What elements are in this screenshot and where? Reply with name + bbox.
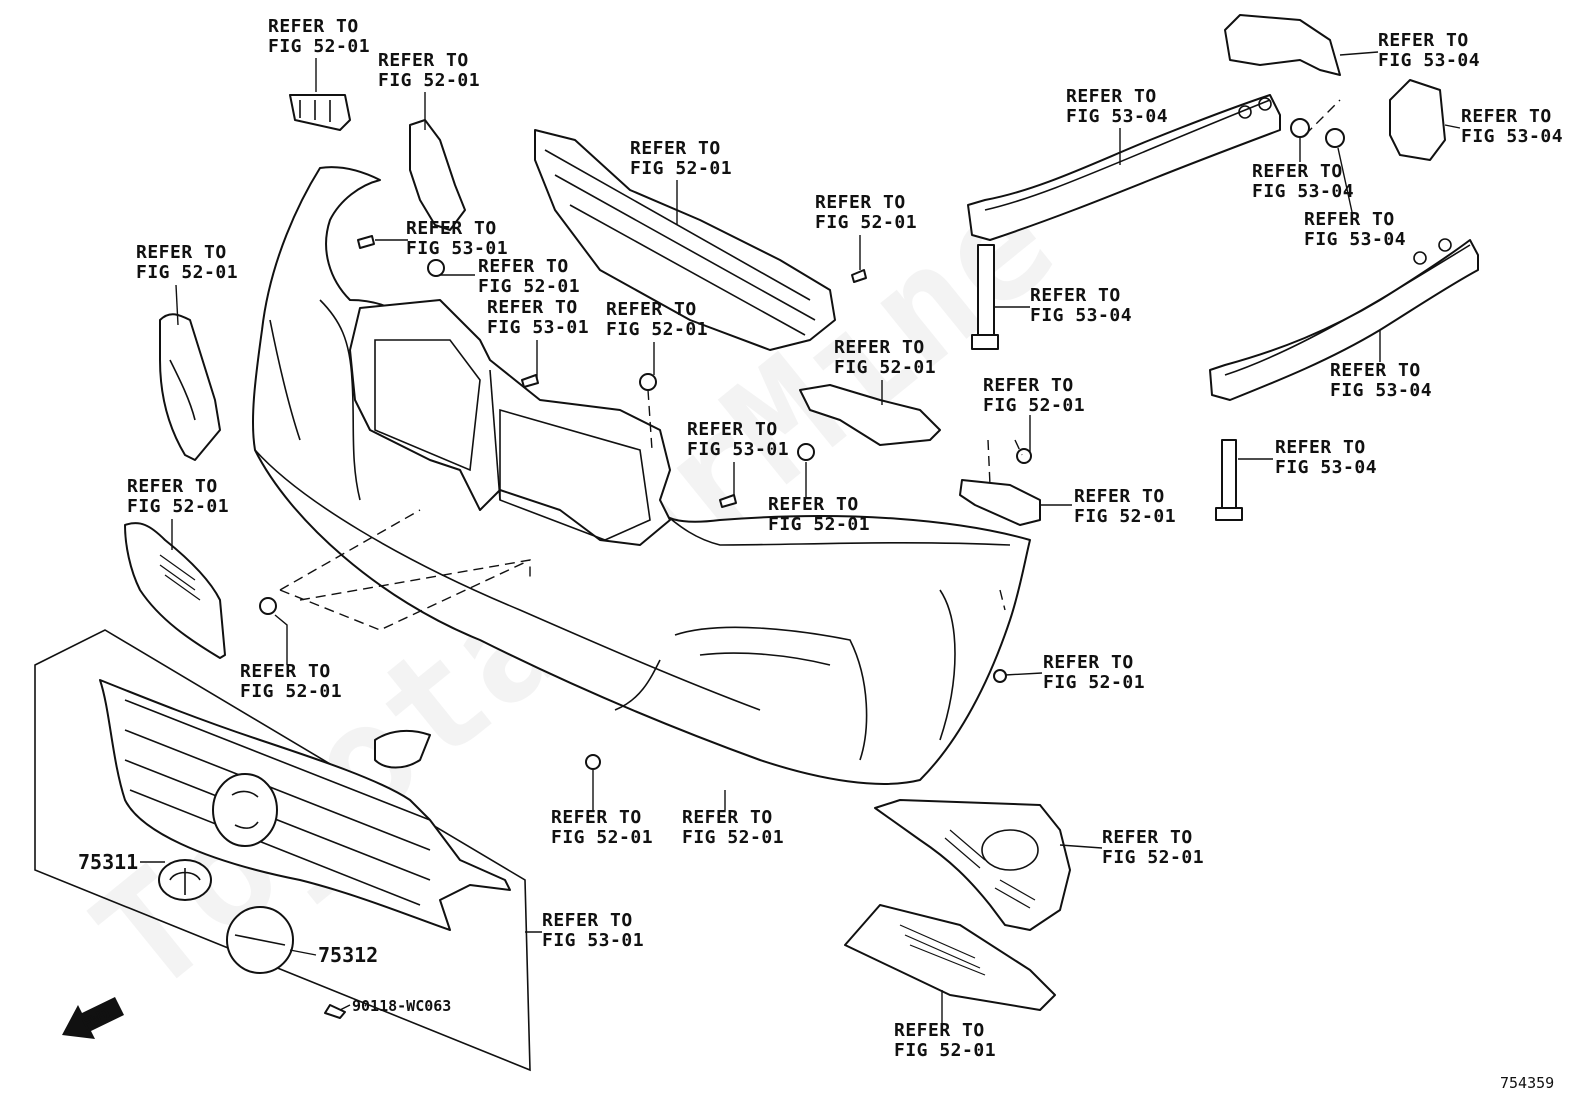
callout-c16-line1: REFER TO	[240, 661, 331, 682]
callout-c2-line1: REFER TO	[378, 50, 469, 71]
callout-c15-line2: FIG 52-01	[768, 514, 870, 535]
callout-c7-line2: FIG 52-01	[478, 276, 580, 297]
leader-lines	[140, 51, 1461, 1023]
radiator-grille-assembly	[34, 629, 531, 1072]
fog-lamp-cover-right	[874, 799, 1071, 931]
callout-c18-line1: REFER TO	[551, 807, 642, 828]
fasteners	[259, 118, 1345, 770]
callout-c17-line2: FIG 52-01	[1043, 672, 1145, 693]
callout-c6-line2: FIG 52-01	[136, 262, 238, 283]
callout-c25-line2: FIG 53-04	[1461, 126, 1563, 147]
callout-c11-line2: FIG 52-01	[983, 395, 1085, 416]
callout-c19-line2: FIG 52-01	[682, 827, 784, 848]
bumper-side-retainer-left	[159, 313, 221, 461]
callout-c9-line2: FIG 52-01	[606, 319, 708, 340]
callout-c10-line1: REFER TO	[834, 337, 925, 358]
callout-c27-line2: FIG 53-04	[1304, 229, 1406, 250]
callout-c14-line1: REFER TO	[1074, 486, 1165, 507]
front-bumper-cover	[252, 166, 1031, 785]
callout-labels: REFER TO FIG 52-01 REFER TO FIG 52-01 RE…	[127, 16, 1563, 1061]
callout-c25-line1: REFER TO	[1461, 106, 1552, 127]
callout-c8-line1: REFER TO	[487, 297, 578, 318]
callout-c29-line2: FIG 53-04	[1330, 380, 1432, 401]
bumper-reinforcement-upper	[967, 94, 1281, 241]
callout-c11-line1: REFER TO	[983, 375, 1074, 396]
fwd-arrow-icon: FWD	[62, 997, 124, 1039]
assembly-lines	[647, 99, 1341, 486]
callout-c1-line2: FIG 52-01	[268, 36, 370, 57]
callout-c26-line1: REFER TO	[1252, 161, 1343, 182]
callout-c13-line2: FIG 52-01	[127, 496, 229, 517]
callout-c19-line1: REFER TO	[682, 807, 773, 828]
callout-c20-line1: REFER TO	[1102, 827, 1193, 848]
bumper-side-bracket-right	[799, 384, 1041, 526]
callout-c17-line1: REFER TO	[1043, 652, 1134, 673]
callout-c8-line2: FIG 53-01	[487, 317, 589, 338]
callout-c3-line2: FIG 52-01	[630, 158, 732, 179]
towing-hook-cover	[374, 729, 431, 769]
callout-c23-line2: FIG 53-04	[1066, 106, 1168, 127]
callout-c5-line2: FIG 53-01	[406, 238, 508, 259]
callout-c12-line2: FIG 53-01	[687, 439, 789, 460]
bumper-retainer-upper-left	[289, 94, 466, 231]
callout-c6-line1: REFER TO	[136, 242, 227, 263]
callout-c30-line2: FIG 53-04	[1275, 457, 1377, 478]
callout-c3-line1: REFER TO	[630, 138, 721, 159]
part-number-emblem: 75311	[78, 850, 138, 874]
callout-c28-line1: REFER TO	[1030, 285, 1121, 306]
callout-c22-line2: FIG 52-01	[894, 1040, 996, 1061]
callout-c15-line1: REFER TO	[768, 494, 859, 515]
callout-c26-line2: FIG 53-04	[1252, 181, 1354, 202]
bumper-reinforcement-lower	[1209, 238, 1479, 401]
reinforcement-brackets	[1224, 14, 1446, 161]
lower-grille-insert	[844, 904, 1056, 1011]
callout-c27-line1: REFER TO	[1304, 209, 1395, 230]
callout-c14-line2: FIG 52-01	[1074, 506, 1176, 527]
callout-c13-line1: REFER TO	[127, 476, 218, 497]
callout-c5-line1: REFER TO	[406, 218, 497, 239]
part-number-screw: 90118-WC063	[352, 997, 451, 1015]
callout-c20-line2: FIG 52-01	[1102, 847, 1204, 868]
part-number-emblem-base: 75312	[318, 943, 378, 967]
screw-shape	[324, 1004, 346, 1019]
callout-c12-line1: REFER TO	[687, 419, 778, 440]
callout-c4-line1: REFER TO	[815, 192, 906, 213]
callout-c7-line1: REFER TO	[478, 256, 569, 277]
callout-c29-line1: REFER TO	[1330, 360, 1421, 381]
bumper-upper-retainer	[349, 299, 671, 546]
callout-c1-line1: REFER TO	[268, 16, 359, 37]
callout-c2-line2: FIG 52-01	[378, 70, 480, 91]
callout-c21-line1: REFER TO	[542, 910, 633, 931]
figure-number: 754359	[1500, 1074, 1554, 1092]
callout-c23-line1: REFER TO	[1066, 86, 1157, 107]
callout-c21-line2: FIG 53-01	[542, 930, 644, 951]
upper-grille-molding	[534, 129, 836, 351]
fog-lamp-cover-left	[124, 522, 226, 659]
callout-c24-line1: REFER TO	[1378, 30, 1469, 51]
callout-c22-line1: REFER TO	[894, 1020, 985, 1041]
callout-c4-line2: FIG 52-01	[815, 212, 917, 233]
callout-c16-line2: FIG 52-01	[240, 681, 342, 702]
grille-group-box	[34, 629, 531, 1072]
callout-c9-line1: REFER TO	[606, 299, 697, 320]
callout-c18-line2: FIG 52-01	[551, 827, 653, 848]
callout-c24-line2: FIG 53-04	[1378, 50, 1480, 71]
callout-c10-line2: FIG 52-01	[834, 357, 936, 378]
callout-c28-line2: FIG 53-04	[1030, 305, 1132, 326]
callout-c30-line1: REFER TO	[1275, 437, 1366, 458]
